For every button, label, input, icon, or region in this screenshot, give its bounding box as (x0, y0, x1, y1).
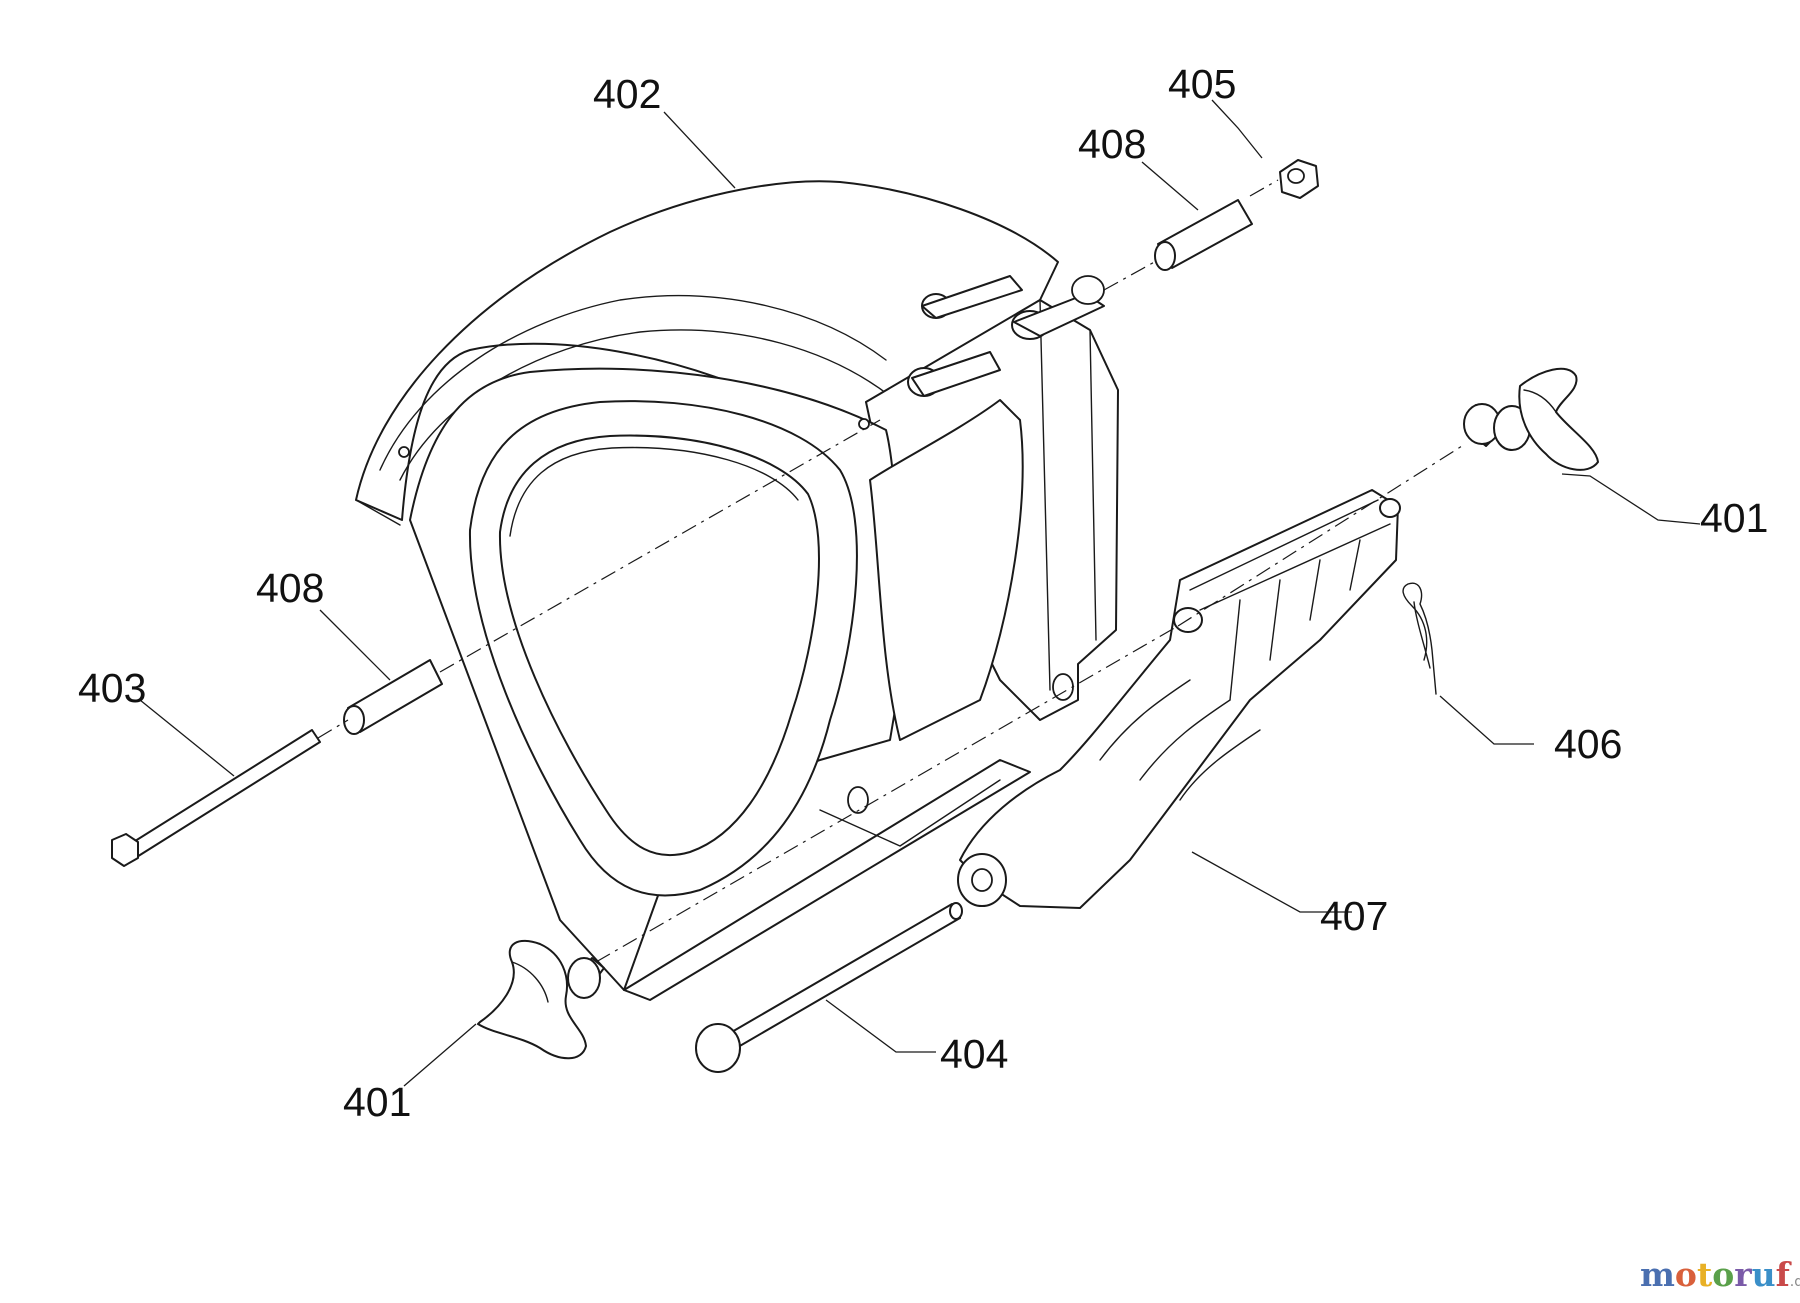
watermark-letter: f (1776, 1255, 1792, 1294)
callout-407: 407 (1320, 893, 1388, 939)
part-408-spacer-top (1154, 199, 1253, 271)
part-401-knob-right (1463, 367, 1599, 471)
part-406-clip (1402, 582, 1437, 695)
watermark-letter: t (1697, 1255, 1713, 1294)
callout-402: 402 (593, 71, 661, 117)
watermark-letter: o (1675, 1255, 1697, 1294)
callout-408-top: 408 (1078, 121, 1146, 167)
assembly-axes (317, 179, 1463, 963)
part-407-deflector (957, 489, 1401, 909)
callout-405: 405 (1168, 61, 1236, 107)
leader-lines (139, 99, 1701, 1087)
watermark-letter: r (1734, 1255, 1752, 1294)
watermark-letter: m (1640, 1255, 1675, 1294)
part-405-nut (1279, 159, 1319, 199)
callout-404: 404 (940, 1031, 1008, 1077)
callout-408-left: 408 (256, 565, 324, 611)
callout-401-left: 401 (343, 1079, 411, 1125)
part-403-bolt (111, 729, 321, 867)
watermark-text: motoruf.de (1640, 1255, 1800, 1294)
callout-403: 403 (78, 665, 146, 711)
callout-labels: 402 405 408 401 408 403 406 407 404 401 (78, 61, 1768, 1125)
watermark-letter: u (1752, 1255, 1776, 1294)
callout-401-right: 401 (1700, 495, 1768, 541)
part-402-chute-housing (355, 180, 1119, 1001)
callout-406: 406 (1554, 721, 1622, 767)
part-404-pin (695, 902, 963, 1073)
part-401-knob-left (477, 939, 605, 1060)
part-408-spacer-left (343, 659, 443, 735)
watermark-brand: motoruf (1640, 1255, 1792, 1294)
watermark-letter: o (1712, 1255, 1734, 1294)
watermark-logo: motoruf.de (1640, 1255, 1800, 1294)
